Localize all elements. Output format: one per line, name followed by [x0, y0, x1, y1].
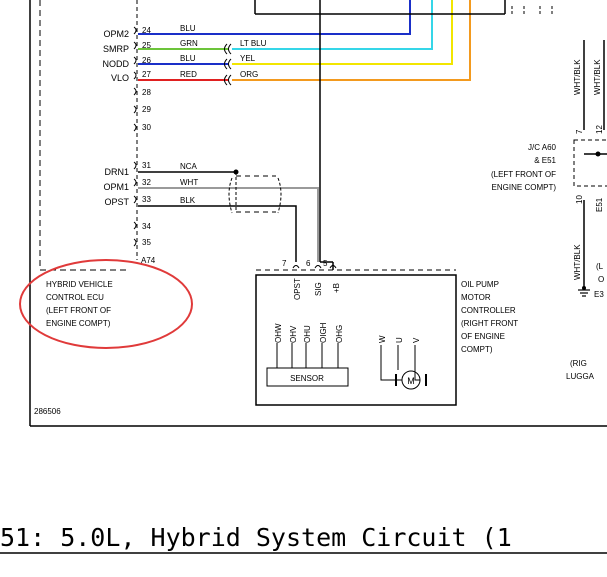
wire-nodd-yellow: [232, 0, 453, 65]
motor-pin-w: W: [378, 335, 387, 343]
pump-controller-box: [255, 274, 457, 406]
top-shield-marks: [511, 4, 553, 14]
ecu-name-line-2: CONTROL ECU: [46, 293, 104, 302]
ecu-outline: [39, 0, 128, 271]
sensor-pin-ohu: OHU: [303, 325, 312, 343]
caption-title: 51: 5.0L, Hybrid System Circuit (1: [0, 523, 512, 552]
right-clip-rig: (RIG: [570, 359, 587, 368]
ecu-name-line-4: ENGINE COMPT): [46, 319, 111, 328]
ground-icon: [578, 289, 590, 297]
pump-name-line-5: OF ENGINE: [461, 332, 505, 341]
ground-dot: [582, 286, 586, 290]
ecu-pin-25: 25: [142, 41, 151, 50]
ecu-signal-drn1: DRN1: [104, 167, 129, 177]
pump-label-opst: OPST: [293, 278, 302, 300]
ecu-connector-a74: A74: [141, 256, 156, 265]
right-clip-2: O: [598, 275, 604, 284]
pump-pin-brackets: [292, 265, 337, 269]
motor-wires: [380, 345, 420, 381]
motor-pin-v: V: [412, 337, 421, 343]
ecu-pin-24: 24: [142, 26, 151, 35]
junction-wire-label-2: WHT/BLK: [593, 59, 602, 95]
ecu-pin-30: 30: [142, 123, 151, 132]
ecu-name-line-3: (LEFT FRONT OF: [46, 306, 111, 315]
ecu-pin-35: 35: [142, 238, 151, 247]
pump-label-sig: SIG: [314, 282, 323, 296]
wire-opm1-wht: [138, 187, 319, 262]
ecu-pin-brackets: [133, 26, 137, 247]
sensor-box: [266, 367, 349, 387]
ecu-pin-34: 34: [142, 222, 151, 231]
sensor-pin-ohv: OHV: [289, 325, 298, 343]
ecu-pin-27: 27: [142, 70, 151, 79]
junction-conn-label: E51: [595, 197, 604, 212]
ecu-name-line-1: HYBRID VEHICLE: [46, 280, 113, 289]
wire-opst-blk: [138, 205, 297, 262]
junction-box: [573, 139, 607, 187]
pump-name-line-1: OIL PUMP: [461, 280, 499, 289]
sensor-wires: [276, 343, 339, 368]
right-clip-lugga: LUGGA: [566, 372, 595, 381]
motor-symbol-m: M: [407, 376, 415, 386]
ecu-pin-26: 26: [142, 56, 151, 65]
sensor-label: SENSOR: [290, 374, 324, 383]
pump-name-line-4: (RIGHT FRONT: [461, 319, 518, 328]
junction-name-line-4: ENGINE COMPT): [492, 183, 557, 192]
sensor-pin-ohw: OHW: [274, 323, 283, 343]
wire-vlo-orange: [232, 0, 471, 81]
wire-label-wht: WHT: [180, 178, 198, 187]
wire-label-nca: NCA: [180, 162, 198, 171]
wire-label-grn: GRN: [180, 39, 198, 48]
wire-label-blu-2: BLU: [180, 54, 196, 63]
pump-name-line-3: CONTROLLER: [461, 306, 516, 315]
wire-connector-marks: [224, 43, 232, 86]
pump-pin-7: 7: [282, 259, 287, 268]
highlight-circle: [19, 259, 193, 349]
wire-label-blk: BLK: [180, 196, 196, 205]
pump-name-line-6: COMPT): [461, 345, 493, 354]
junction-pin-top: 7: [575, 129, 584, 134]
right-clip-1: (L: [596, 262, 604, 271]
ecu-pin-29: 29: [142, 105, 151, 114]
junction-wire-label-3: WHT/BLK: [573, 244, 582, 280]
ecu-signal-nodd: NODD: [103, 59, 130, 69]
motor-symbol-circle: [401, 370, 421, 390]
junction-pin-bottom: 10: [575, 195, 584, 204]
ecu-pin-32: 32: [142, 178, 151, 187]
wire-label-yel: YEL: [240, 54, 256, 63]
junction-name-line-2: & E51: [534, 156, 556, 165]
wire-label-red: RED: [180, 70, 197, 79]
wire-smrp-cyan: [232, 0, 433, 50]
pump-pin-6: 6: [306, 259, 311, 268]
figure-id: 286506: [34, 407, 61, 416]
right-clip-3: E3: [594, 290, 604, 299]
wire-label-lt-blu: LT BLU: [240, 39, 267, 48]
junction-dot: [595, 151, 601, 157]
sensor-pin-ohg: OHG: [335, 325, 344, 343]
junction-name-line-1: J/C A60: [528, 143, 557, 152]
wire-label-org: ORG: [240, 70, 258, 79]
ecu-signal-smrp: SMRP: [103, 44, 129, 54]
pump-label-plus-b: +B: [332, 283, 341, 293]
sensor-pin-oigh: OIGH: [319, 322, 328, 343]
motor-pin-u: U: [395, 337, 404, 343]
wire-opm2-blue: [138, 0, 411, 35]
ecu-pin-28: 28: [142, 88, 151, 97]
ecu-signal-opst: OPST: [104, 197, 129, 207]
junction-name-line-3: (LEFT FRONT OF: [491, 170, 556, 179]
ecu-signal-vlo: VLO: [111, 73, 129, 83]
junction-wire-label-1: WHT/BLK: [573, 59, 582, 95]
ecu-pin-33: 33: [142, 195, 151, 204]
ecu-pin-31: 31: [142, 161, 151, 170]
ecu-signal-opm1: OPM1: [103, 182, 129, 192]
pump-name-line-2: MOTOR: [461, 293, 491, 302]
shield-cable: [228, 172, 282, 214]
wire-label-blu-1: BLU: [180, 24, 196, 33]
pump-pin-5: 5: [323, 259, 328, 268]
ecu-signal-opm2: OPM2: [103, 29, 129, 39]
junction-pin-right: 12: [595, 125, 604, 134]
